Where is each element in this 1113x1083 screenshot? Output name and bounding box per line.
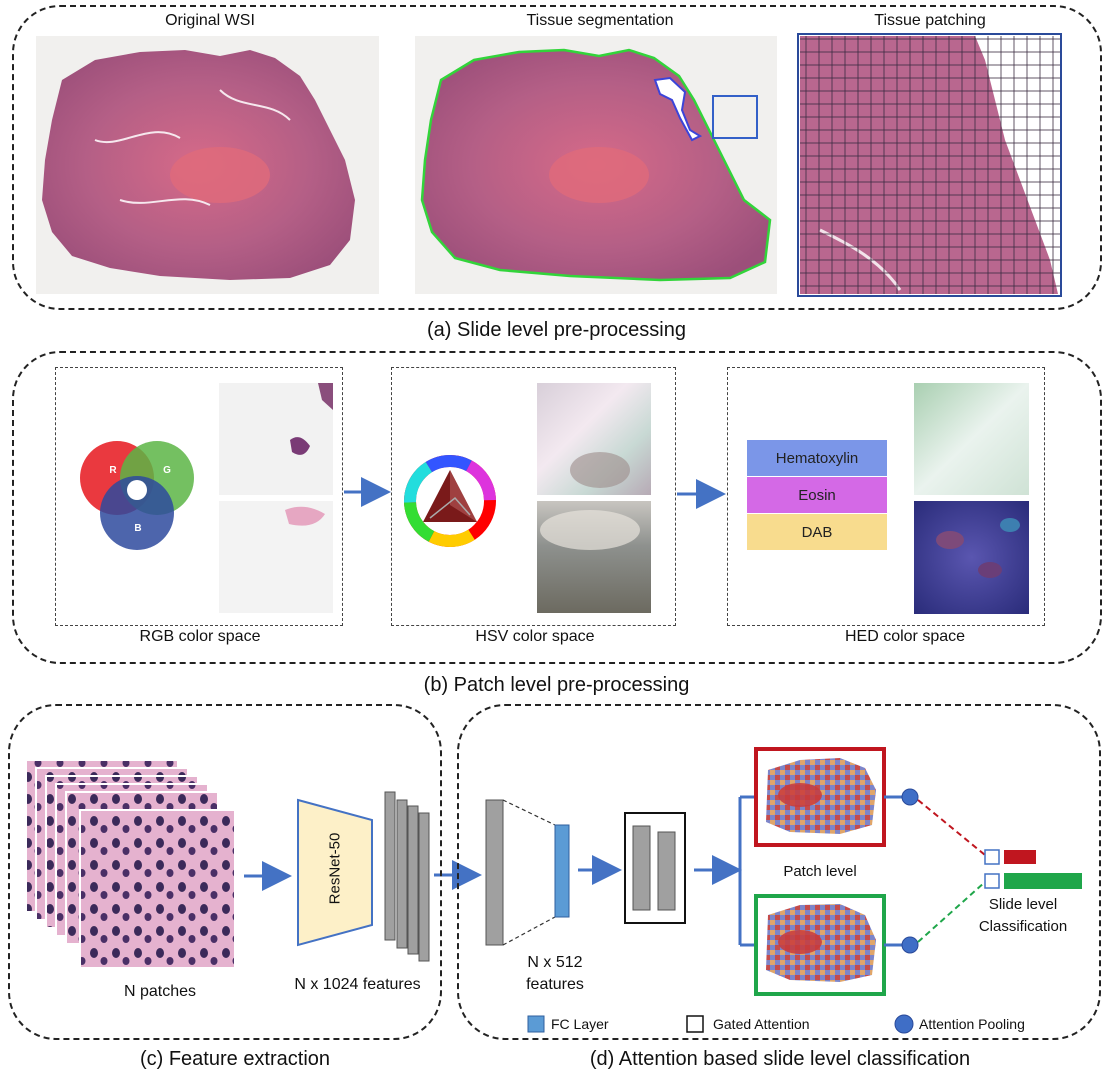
hsv-color-wheel (404, 455, 496, 547)
section-d-box (457, 704, 1101, 1040)
hsv-label: HSV color space (475, 628, 595, 645)
rgb-label: RGB color space (139, 628, 261, 645)
hed-label: HED color space (844, 628, 966, 645)
class-bar-green (1004, 873, 1082, 889)
hematoxylin-bar: Hematoxylin (747, 440, 887, 476)
segmentation-title: Tissue segmentation (526, 12, 674, 29)
original-wsi-image (36, 36, 379, 294)
rgb-panel (55, 367, 343, 626)
hsv-panel (391, 367, 676, 626)
hed-panel (727, 367, 1045, 626)
patch-level-label: Patch level (783, 863, 857, 880)
caption-c: (c) Feature extraction (139, 1048, 331, 1070)
caption-d: (d) Attention based slide level classifi… (589, 1048, 971, 1070)
section-c-box (8, 704, 442, 1040)
class-bar-red (1004, 850, 1036, 864)
fc-layer-bar (554, 824, 570, 918)
tissue-segmentation-image (415, 36, 777, 294)
legend-fc-label: FC Layer (551, 1016, 609, 1032)
section-a-box (12, 5, 1102, 310)
patching-title: Tissue patching (874, 12, 986, 29)
n-patches-label: N patches (123, 983, 197, 1000)
rgb-b-label: B (134, 523, 142, 534)
legend-pooling-label: Attention Pooling (919, 1016, 1025, 1032)
slide-level-label-2: Classification (978, 918, 1068, 935)
features-512-label-2: features (526, 976, 584, 993)
resnet-label: ResNet-50 (326, 832, 344, 905)
features-1024-label: N x 1024 features (294, 976, 421, 993)
tissue-patching-image (797, 33, 1062, 297)
resnet-block (297, 798, 373, 947)
rgb-g-label: G (163, 465, 171, 476)
section-b-box (12, 351, 1102, 664)
caption-b: (b) Patch level pre-processing (423, 674, 690, 696)
dab-bar: DAB (747, 514, 887, 550)
patch-stack (25, 759, 236, 969)
caption-a: (a) Slide level pre-processing (426, 319, 686, 341)
features-512-label-1: N x 512 (527, 954, 583, 971)
eosin-bar: Eosin (747, 477, 887, 513)
slide-level-label-1: Slide level (988, 896, 1058, 913)
legend-gated-label: Gated Attention (713, 1016, 810, 1032)
original-wsi-title: Original WSI (165, 12, 255, 29)
rgb-r-label: R (109, 465, 117, 476)
